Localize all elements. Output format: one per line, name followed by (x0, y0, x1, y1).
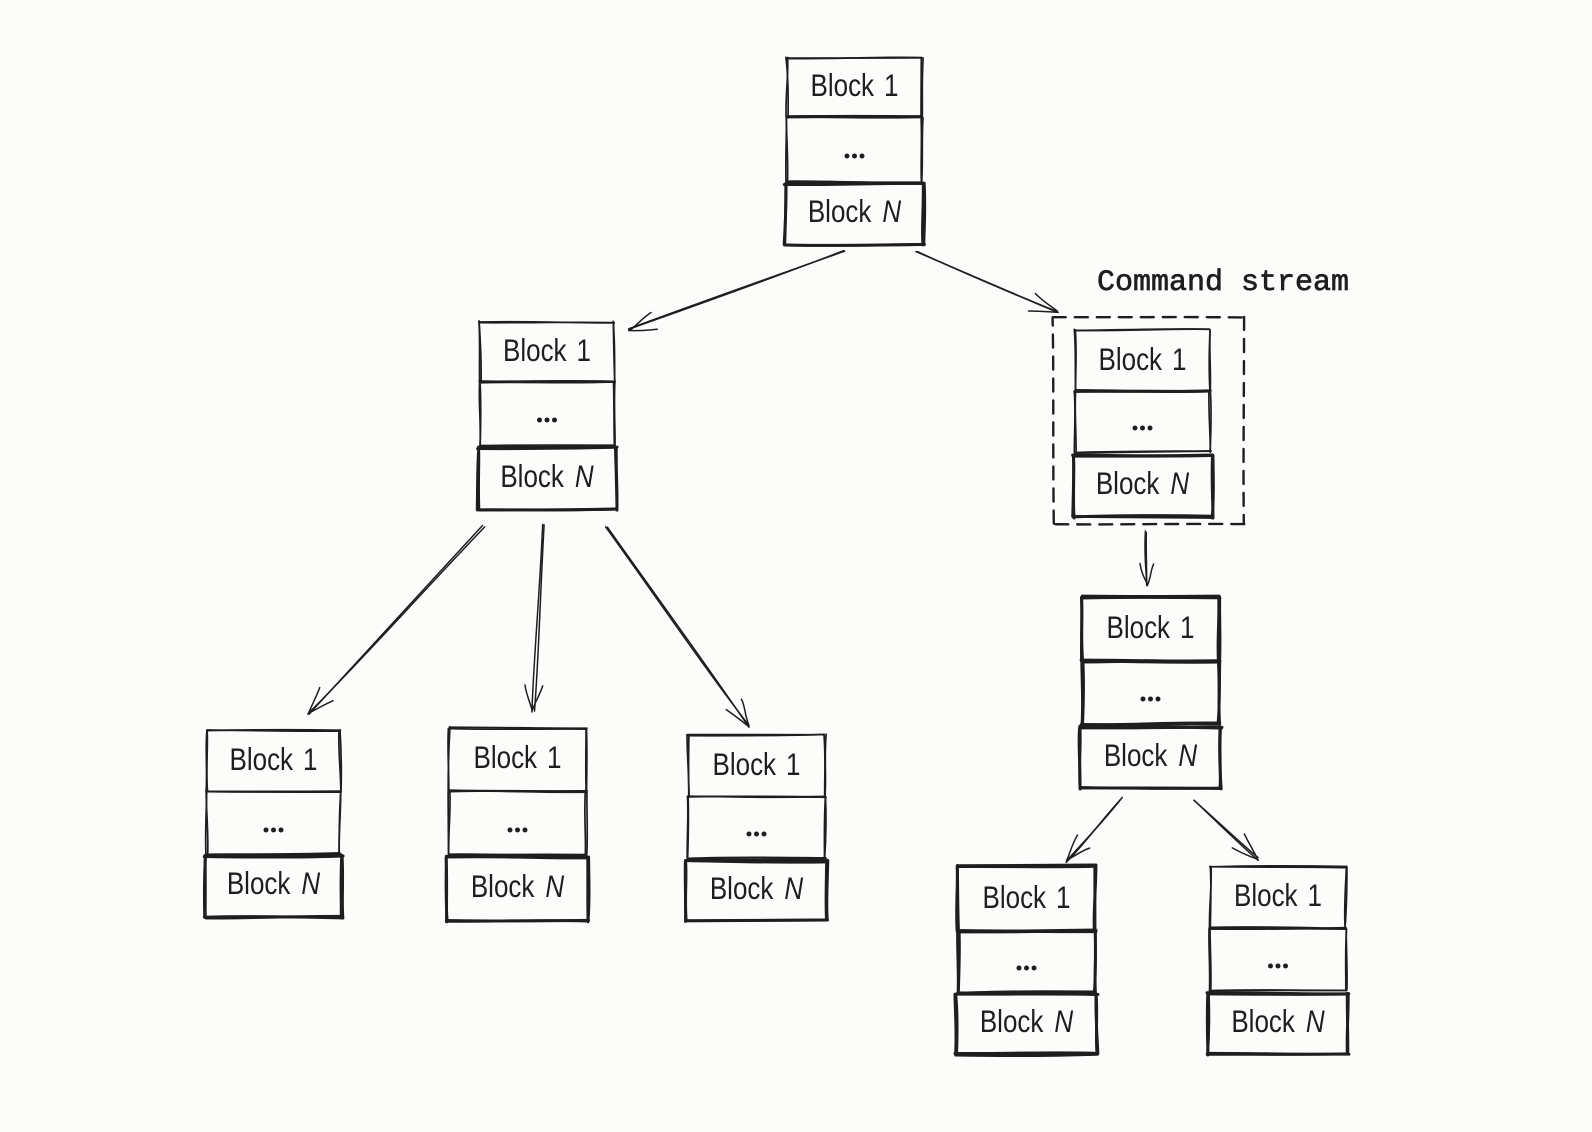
svg-text:Command stream: Command stream (1097, 266, 1349, 300)
